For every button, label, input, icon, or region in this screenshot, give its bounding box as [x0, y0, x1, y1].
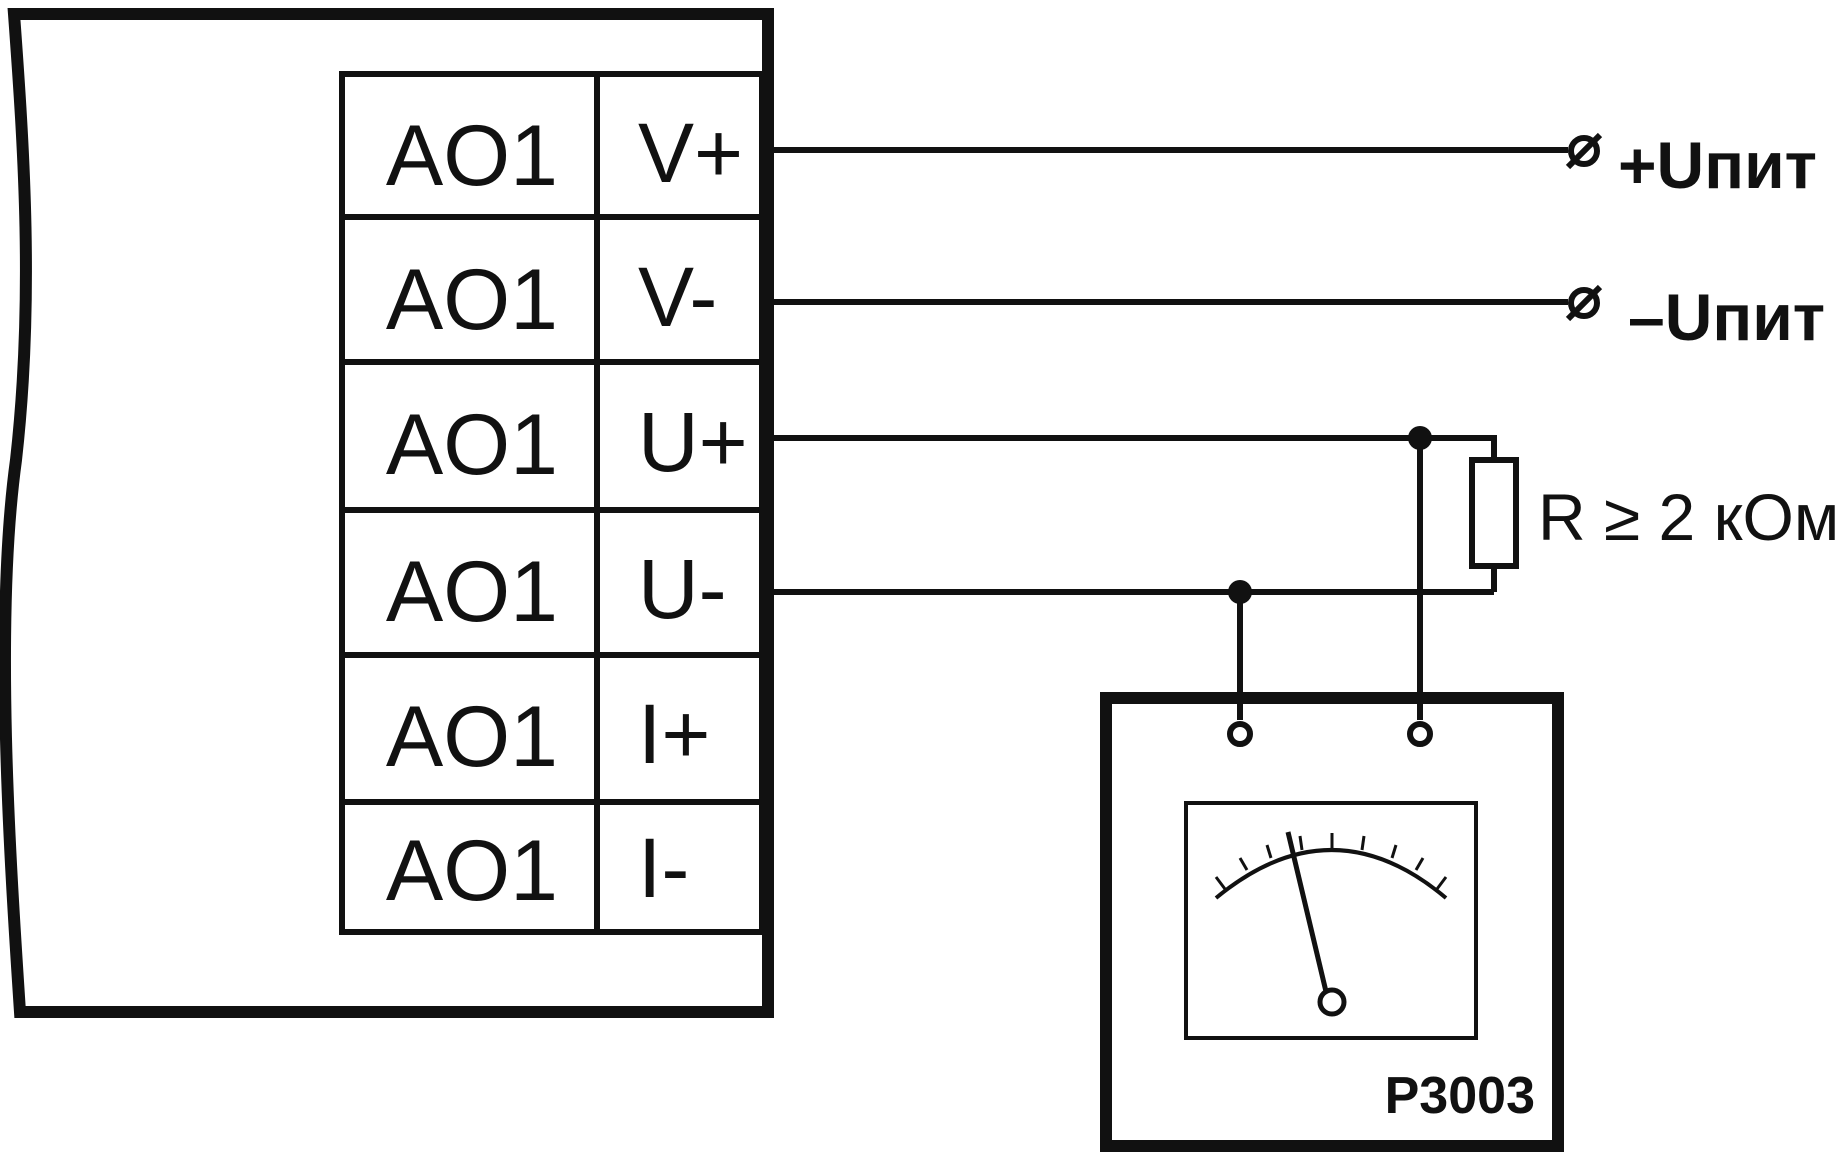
meter-housing [1100, 692, 1564, 1152]
supply-terminal-minus [1565, 284, 1603, 322]
junction-dot [1408, 426, 1432, 450]
terminal-block-label: AO1 [386, 689, 558, 785]
terminal-block-label: AO1 [386, 544, 558, 640]
junction-dot [1228, 580, 1252, 604]
supply-terminal-plus [1565, 132, 1603, 170]
terminal-block-label: AO1 [386, 252, 558, 348]
terminal-block-label: AO1 [386, 108, 558, 204]
terminal-block [339, 71, 765, 935]
terminal-block-label: AO1 [386, 397, 558, 493]
meter-label: Р3003 [1385, 1067, 1535, 1125]
wires [774, 147, 1568, 720]
supply-minus-label: –Uпит [1628, 280, 1825, 354]
terminal-pin-label: U+ [638, 395, 748, 489]
terminal-block-frame [339, 71, 765, 935]
terminal-pin-label: V+ [638, 106, 743, 200]
device-housing [0, 8, 774, 1018]
meter: Р3003 [1100, 692, 1564, 1152]
meter-needle-pivot [1317, 987, 1347, 1017]
meter-ticks [1214, 833, 1448, 890]
resistor [1469, 457, 1519, 569]
meter-needle [1285, 831, 1331, 1001]
terminal-block-label: AO1 [386, 823, 558, 919]
meter-terminal-minus [1227, 721, 1253, 747]
terminal-pin-label: V- [638, 250, 717, 344]
supply-plus-label: +Uпит [1618, 128, 1817, 202]
terminal-pin-label: U- [638, 542, 727, 636]
terminal-pin-label: I- [638, 821, 689, 915]
resistor-label: R ≥ 2 кОм [1538, 480, 1839, 554]
meter-dial-scale [1214, 848, 1448, 900]
wire-u-plus-to-resistor [1420, 435, 1497, 460]
terminal-pin-label: I+ [638, 687, 710, 781]
meter-dial-window [1184, 801, 1478, 1040]
meter-terminal-plus [1407, 721, 1433, 747]
